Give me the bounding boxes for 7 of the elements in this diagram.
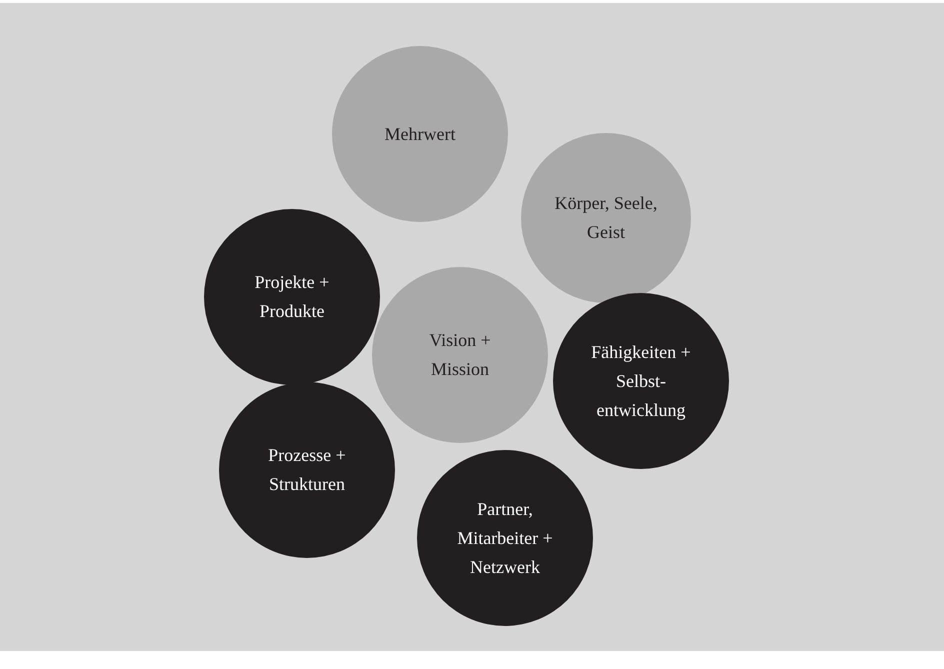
node-label: Mehrwert — [384, 122, 456, 146]
node-label: Fähigkeiten + Selbst-entwicklung — [590, 340, 692, 422]
node-label: Vision + Mission — [428, 329, 492, 381]
node-label: Körper, Seele, Geist — [554, 192, 658, 244]
node-label: Partner, Mitarbeiter + Netzwerk — [456, 498, 554, 578]
node-label: Prozesse + Strukturen — [267, 444, 347, 496]
node-label: Projekte + Produkte — [254, 271, 330, 323]
